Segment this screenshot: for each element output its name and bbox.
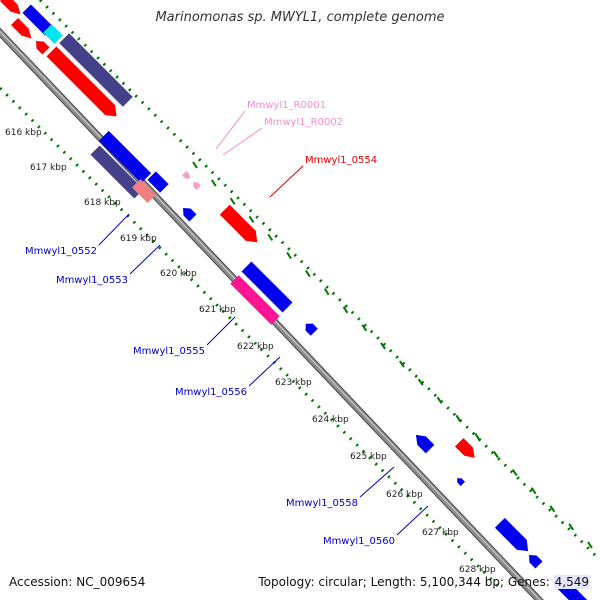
cyan-feature-block bbox=[43, 24, 63, 44]
accession-text: Accession: NC_009654 bbox=[9, 575, 146, 589]
gc-tick bbox=[511, 469, 518, 477]
cds-reverse-block bbox=[241, 261, 293, 313]
dark-feature-block bbox=[59, 33, 133, 107]
gene-label: Mmwyl1_0552 bbox=[25, 246, 97, 257]
gene-label: Mmwyl1_0554 bbox=[305, 155, 377, 166]
gc-tick-track bbox=[192, 161, 593, 549]
position-ruler: 616 kbp 617 kbp 618 kbp 619 kbp 620 kbp 621 k… bbox=[5, 128, 496, 575]
cds-forward-arrow bbox=[0, 0, 21, 15]
cds-forward-arrow bbox=[10, 17, 32, 39]
gene-label: Mmwyl1_0556 bbox=[175, 387, 247, 398]
cds-reverse-block bbox=[147, 171, 169, 193]
rna-marker bbox=[182, 171, 190, 179]
cds-reverse-block bbox=[22, 4, 54, 36]
cds-forward-arrow bbox=[454, 437, 475, 458]
gc-tick bbox=[267, 233, 274, 241]
gene-label: Mmwyl1_0558 bbox=[286, 498, 358, 509]
gc-tick bbox=[342, 306, 349, 314]
rna-marker bbox=[193, 182, 201, 190]
dark-feature-block bbox=[90, 145, 144, 199]
cds-reverse-block bbox=[98, 130, 152, 184]
topology-summary: Topology: circular; Length: 5,100,344 bp… bbox=[258, 575, 590, 589]
position-label: 625 kbp bbox=[350, 452, 387, 462]
salmon-feature-block bbox=[131, 178, 157, 204]
label-leader-line bbox=[215, 110, 246, 150]
cds-reverse-arrow bbox=[415, 434, 435, 454]
label-leader-line bbox=[206, 316, 236, 346]
gc-dot-line-inner bbox=[0, 86, 502, 590]
gc-tick bbox=[399, 360, 405, 368]
label-leader-lines bbox=[98, 110, 429, 536]
gc-tick bbox=[210, 179, 217, 187]
position-label: 621 kbp bbox=[199, 305, 236, 315]
map-title: Marinomonas sp. MWYL1, complete genome bbox=[155, 10, 445, 25]
gc-tick bbox=[436, 396, 443, 404]
gc-tick bbox=[380, 342, 386, 350]
cds-forward-arrow bbox=[36, 41, 50, 55]
gene-count-value: 4,549 bbox=[553, 575, 590, 589]
gc-tick bbox=[417, 378, 424, 386]
position-label: 627 kbp bbox=[422, 528, 459, 538]
backbone-line bbox=[0, 28, 543, 600]
gc-tick bbox=[455, 414, 462, 422]
gene-label: Mmwyl1_0560 bbox=[323, 536, 395, 547]
gc-tick bbox=[323, 288, 330, 296]
gene-label: Mmwyl1_R0002 bbox=[264, 117, 343, 128]
cds-reverse-arrow bbox=[494, 517, 529, 552]
gc-tick bbox=[587, 541, 593, 549]
cds-reverse-arrow bbox=[305, 323, 318, 336]
position-label: 623 kbp bbox=[275, 378, 312, 388]
position-label: 616 kbp bbox=[5, 128, 42, 138]
gc-tick bbox=[286, 251, 292, 260]
topology-text: Topology: circular; Length: 5,100,344 bp… bbox=[258, 575, 554, 589]
feature-labels: Mmwyl1_R0001Mmwyl1_R0002Mmwyl1_0554Mmwyl… bbox=[25, 100, 395, 547]
gc-tick bbox=[192, 161, 198, 169]
position-label: 618 kbp bbox=[84, 198, 121, 208]
gc-tick bbox=[229, 197, 236, 205]
gc-tick bbox=[361, 324, 368, 332]
gc-tick bbox=[568, 523, 575, 531]
label-leader-line bbox=[248, 356, 281, 387]
cds-forward-arrow bbox=[46, 46, 117, 117]
position-label: 620 kbp bbox=[160, 269, 197, 279]
label-leader-line bbox=[98, 213, 130, 246]
gc-tick bbox=[549, 505, 556, 513]
gc-tick bbox=[493, 450, 499, 459]
gene-label: Mmwyl1_0555 bbox=[133, 346, 205, 357]
cds-reverse-arrow bbox=[529, 555, 543, 569]
gene-label: Mmwyl1_R0001 bbox=[247, 100, 326, 111]
position-label: 628 kbp bbox=[459, 565, 496, 575]
cds-forward-arrow bbox=[219, 204, 258, 243]
label-leader-line bbox=[129, 244, 161, 275]
position-label: 617 kbp bbox=[30, 163, 67, 173]
gc-tick bbox=[248, 215, 255, 223]
label-leader-line bbox=[222, 127, 263, 156]
position-label: 619 kbp bbox=[120, 234, 157, 244]
position-label: 624 kbp bbox=[312, 415, 349, 425]
position-label: 626 kbp bbox=[386, 490, 423, 500]
gc-tick bbox=[530, 487, 537, 495]
magenta-feature-block bbox=[230, 275, 280, 325]
gene-label: Mmwyl1_0553 bbox=[56, 275, 128, 286]
gc-tick bbox=[474, 432, 480, 440]
label-leader-line bbox=[269, 165, 304, 198]
label-leader-line bbox=[359, 466, 395, 498]
cds-reverse-arrow bbox=[183, 208, 197, 222]
position-label: 622 kbp bbox=[237, 342, 274, 352]
label-leader-line bbox=[396, 505, 429, 536]
gc-tick bbox=[305, 270, 311, 278]
cds-reverse-arrow bbox=[457, 478, 465, 486]
